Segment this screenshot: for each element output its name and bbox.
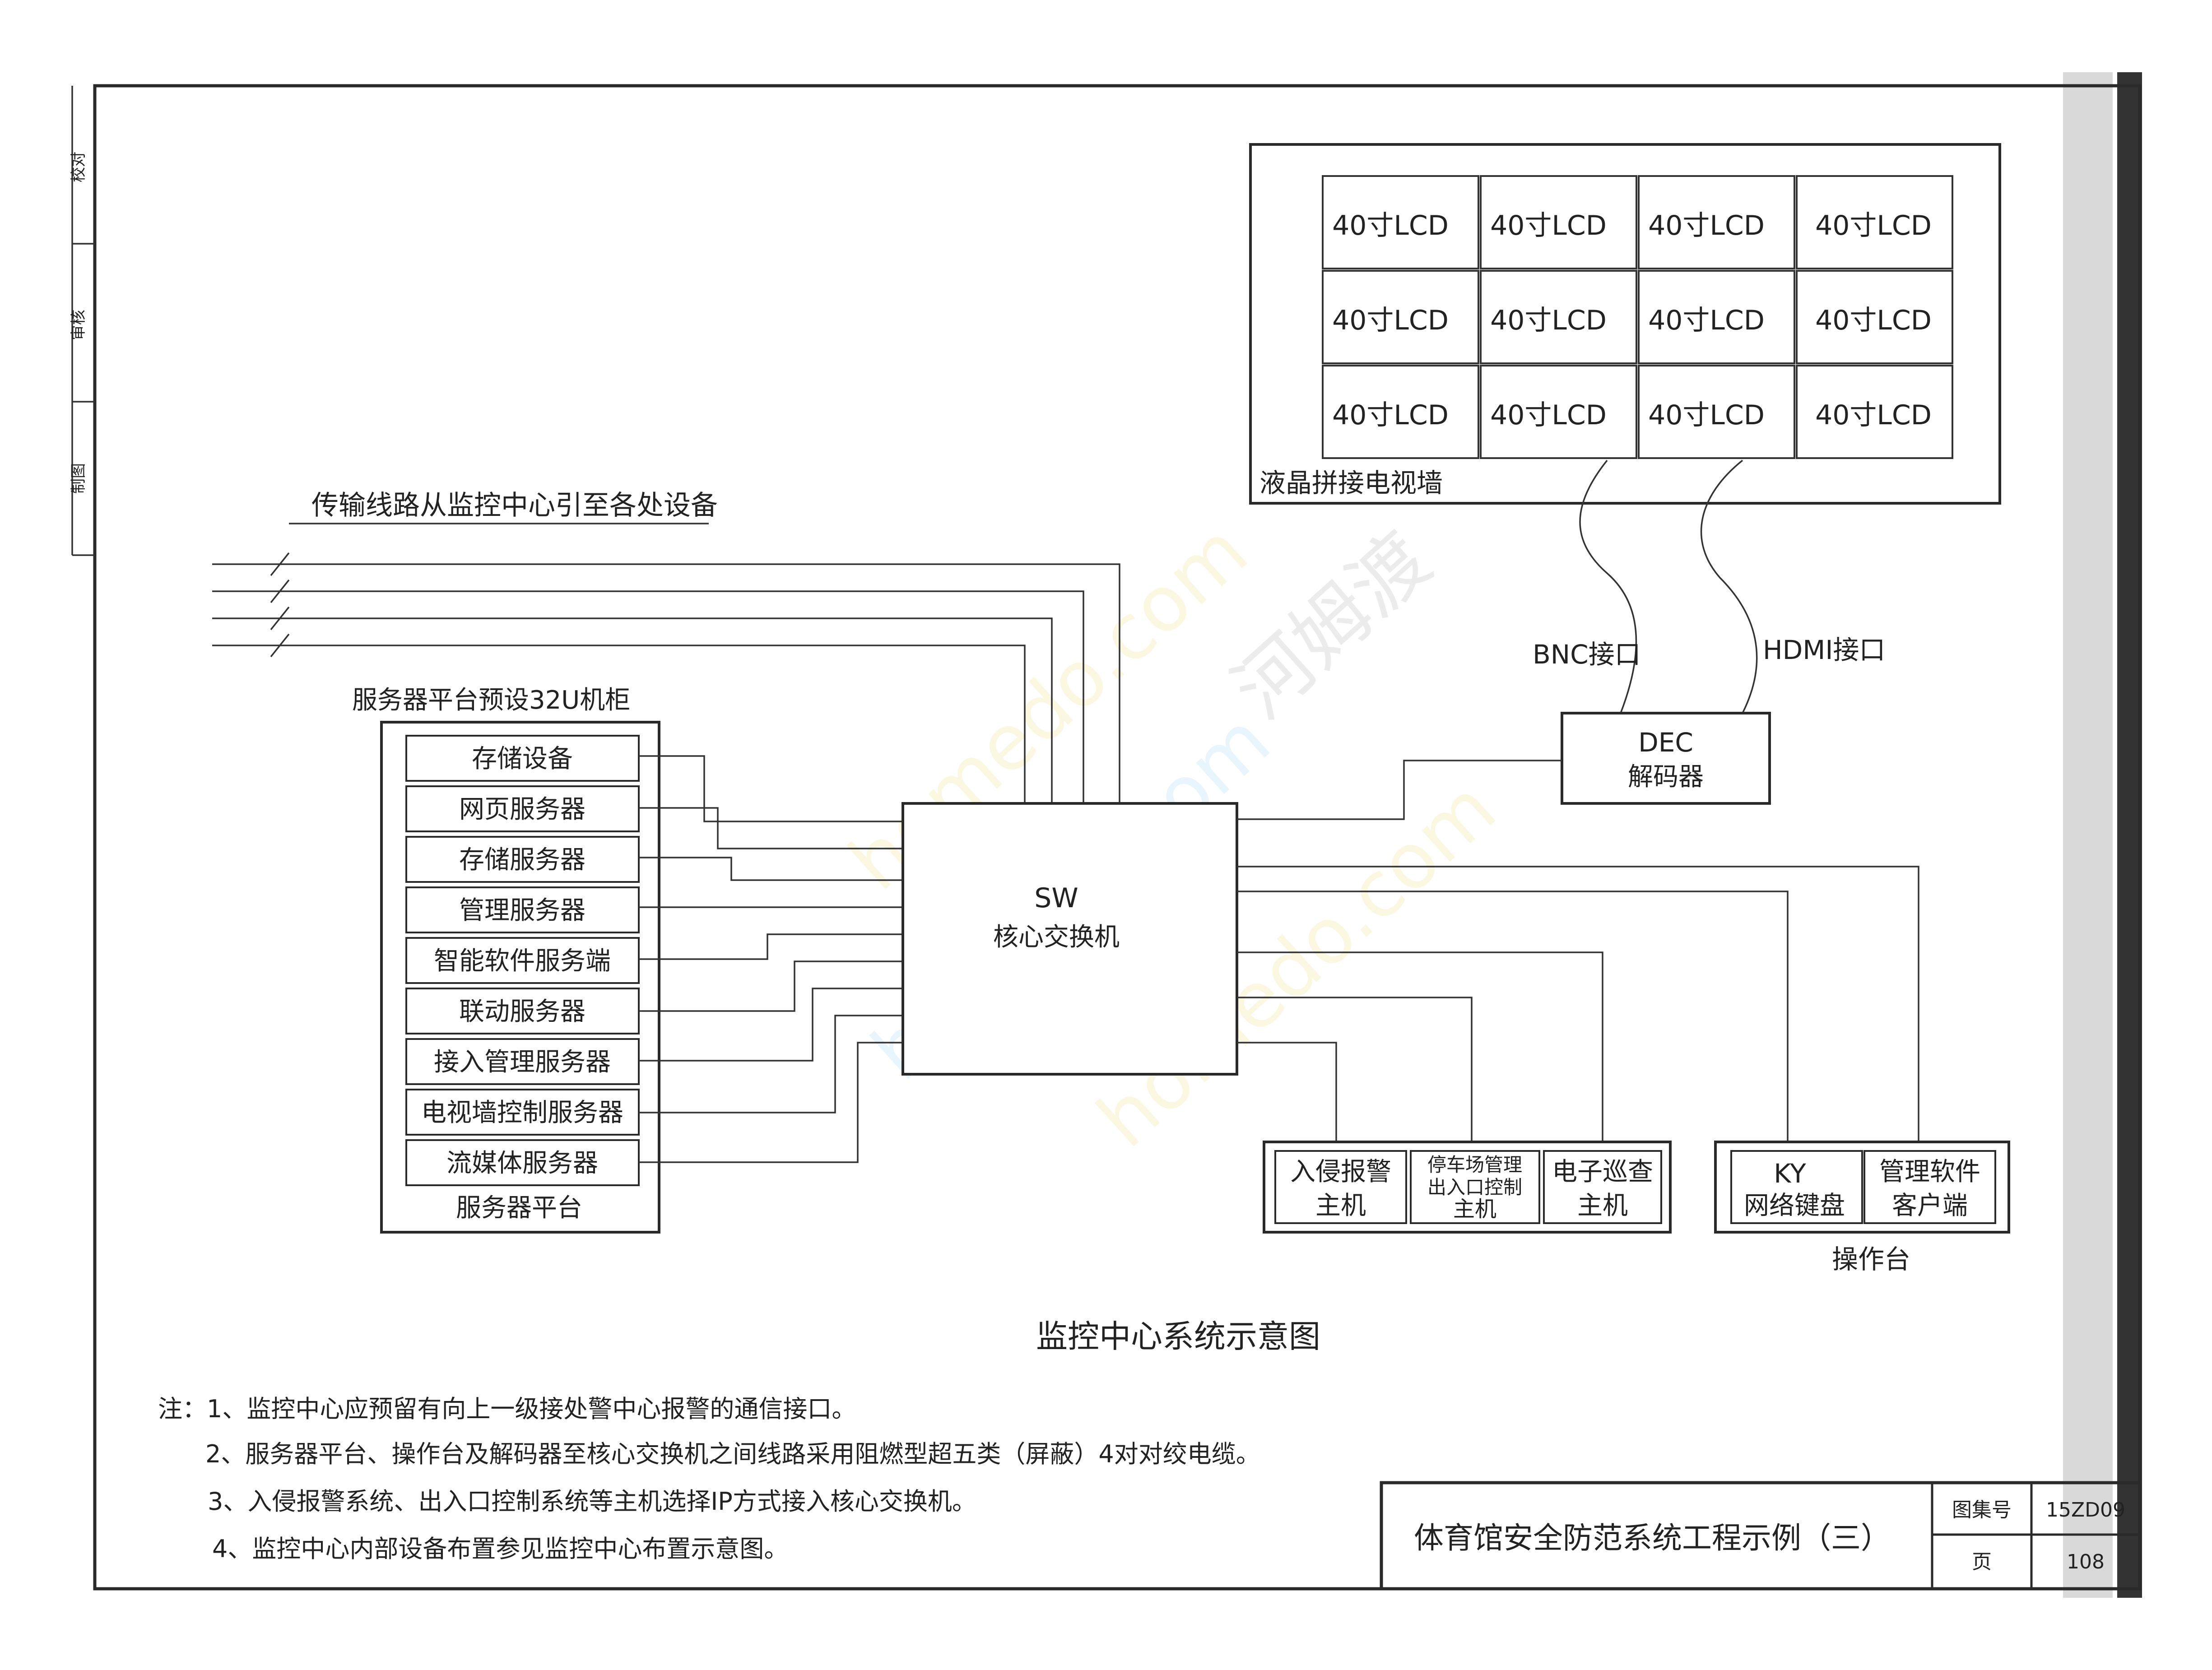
host-connections <box>1237 866 1919 1142</box>
bnc-label: BNC接口 <box>1533 639 1641 670</box>
atlas-label: 图集号 <box>1952 1498 2012 1522</box>
notes: 注：1、监控中心应预留有向上一级接处警中心报警的通信接口。 2、服务器平台、操作… <box>158 1395 1260 1563</box>
server-item-access-management: 接入管理服务器 <box>434 1048 611 1077</box>
parking-host-line1: 停车场管理 <box>1427 1154 1522 1176</box>
note-4: 4、监控中心内部设备布置参见监控中心布置示意图。 <box>212 1535 788 1563</box>
server-item-linkage-server: 联动服务器 <box>459 997 586 1026</box>
lcd-cell: 40寸LCD <box>1815 305 1932 336</box>
lcd-cell: 40寸LCD <box>1332 305 1449 336</box>
server-rack-footer: 服务器平台 <box>456 1193 582 1223</box>
server-rack-title: 服务器平台预设32U机柜 <box>352 686 630 715</box>
atlas-value: 15ZD09 <box>2046 1498 2125 1522</box>
decoder-code: DEC <box>1638 727 1693 758</box>
transmission-lines: 传输线路从监控中心引至各处设备 <box>212 490 1120 803</box>
switch-code: SW <box>1034 882 1078 914</box>
sidebar-label-review: 审核 <box>70 310 88 340</box>
lcd-cell: 40寸LCD <box>1490 210 1607 241</box>
page-label: 页 <box>1972 1550 1992 1573</box>
sheet-title: 体育馆安全防范系统工程示例（三） <box>1414 1521 1891 1555</box>
alarm-host-line1: 入侵报警 <box>1290 1157 1391 1187</box>
parking-host-line3: 主机 <box>1453 1197 1496 1222</box>
server-item-storage-server: 存储服务器 <box>459 845 586 875</box>
alarm-host-line2: 主机 <box>1315 1191 1366 1220</box>
watermark-2: 河姆渡 <box>1217 515 1448 736</box>
console-label: 操作台 <box>1832 1244 1910 1275</box>
server-connections <box>639 755 903 1163</box>
server-item-intelligent-software: 智能软件服务端 <box>434 946 611 976</box>
patrol-host-line1: 电子巡查 <box>1552 1157 1653 1187</box>
patrol-host-line2: 主机 <box>1577 1191 1628 1220</box>
video-wall-label: 液晶拼接电视墙 <box>1259 468 1443 498</box>
decoder: DEC 解码器 <box>1237 712 1771 820</box>
drawing-frame <box>93 84 2142 1591</box>
video-cables: BNC接口 HDMI接口 <box>1533 459 1885 714</box>
switch-name: 核心交换机 <box>993 923 1120 952</box>
decoder-name: 解码器 <box>1628 762 1704 792</box>
transmission-label: 传输线路从监控中心引至各处设备 <box>311 490 718 521</box>
server-item-management-server: 管理服务器 <box>459 896 586 925</box>
host-devices: 入侵报警 主机 停车场管理 出入口控制 主机 电子巡查 主机 <box>1263 1141 1672 1234</box>
note-2: 2、服务器平台、操作台及解码器至核心交换机之间线路采用阻燃型超五类（屏蔽）4对对… <box>205 1440 1260 1468</box>
page-value: 108 <box>2067 1550 2105 1573</box>
note-1: 注：1、监控中心应预留有向上一级接处警中心报警的通信接口。 <box>158 1395 856 1423</box>
lcd-cell: 40寸LCD <box>1648 210 1765 241</box>
core-switch: SW 核心交换机 <box>902 802 1238 1076</box>
lcd-cell: 40寸LCD <box>1332 399 1449 431</box>
lcd-cell: 40寸LCD <box>1648 305 1765 336</box>
parking-host-line2: 出入口控制 <box>1427 1176 1522 1198</box>
title-block: 体育馆安全防范系统工程示例（三） 图集号 15ZD09 页 108 <box>1380 1481 2142 1591</box>
server-item-web-server: 网页服务器 <box>459 795 586 824</box>
server-item-storage-device: 存储设备 <box>472 744 573 774</box>
operation-console: KY 网络键盘 管理软件 客户端 操作台 <box>1714 1141 2010 1275</box>
server-item-tv-wall-control: 电视墙控制服务器 <box>421 1098 623 1127</box>
video-wall: 40寸LCD 40寸LCD 40寸LCD 40寸LCD 40寸LCD 40寸LC… <box>1249 143 2001 505</box>
sidebar: 校对 审核 制图 <box>70 86 95 556</box>
hdmi-label: HDMI接口 <box>1763 635 1885 665</box>
sidebar-label-draw: 制图 <box>70 463 88 494</box>
lcd-cell: 40寸LCD <box>1490 305 1607 336</box>
keyboard-code: KY <box>1774 1158 1806 1189</box>
sidebar-label-check: 校对 <box>70 152 88 182</box>
server-item-streaming-server: 流媒体服务器 <box>446 1149 598 1178</box>
client-line2: 客户端 <box>1892 1191 1968 1220</box>
lcd-cell: 40寸LCD <box>1815 210 1932 241</box>
lcd-cell: 40寸LCD <box>1815 399 1932 431</box>
lcd-cell: 40寸LCD <box>1332 210 1449 241</box>
lcd-cell: 40寸LCD <box>1648 399 1765 431</box>
server-rack: 服务器平台预设32U机柜 存储设备 网页服务器 存储服务器 管理服务器 智能软件… <box>352 686 660 1234</box>
diagram-title: 监控中心系统示意图 <box>1036 1318 1320 1355</box>
note-3: 3、入侵报警系统、出入口控制系统等主机选择IP方式接入核心交换机。 <box>208 1487 976 1516</box>
keyboard-name: 网络键盘 <box>1744 1191 1845 1220</box>
client-line1: 管理软件 <box>1879 1157 1980 1187</box>
lcd-cell: 40寸LCD <box>1490 399 1607 431</box>
